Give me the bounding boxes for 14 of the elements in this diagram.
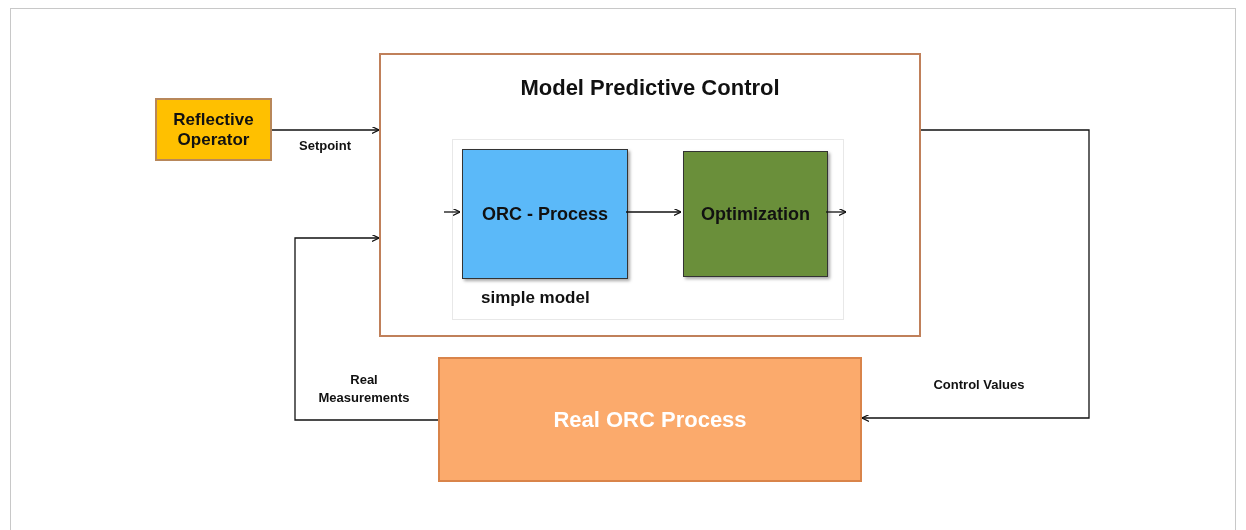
arrow xyxy=(443,207,461,217)
node-caption: simple model xyxy=(481,288,590,308)
node-label: ORC - Process xyxy=(481,203,608,225)
node-label: Optimization xyxy=(701,203,810,225)
controller-box xyxy=(379,53,921,337)
operator-box xyxy=(155,98,272,161)
arrow xyxy=(294,233,439,421)
process-box xyxy=(683,151,828,277)
node-label: Reflective Operator xyxy=(172,109,255,150)
node-label: Real ORC Process xyxy=(553,406,747,433)
process-box xyxy=(438,357,862,482)
arrow xyxy=(861,129,1090,423)
group-title: Model Predictive Control xyxy=(520,75,780,101)
arrow xyxy=(271,125,380,135)
